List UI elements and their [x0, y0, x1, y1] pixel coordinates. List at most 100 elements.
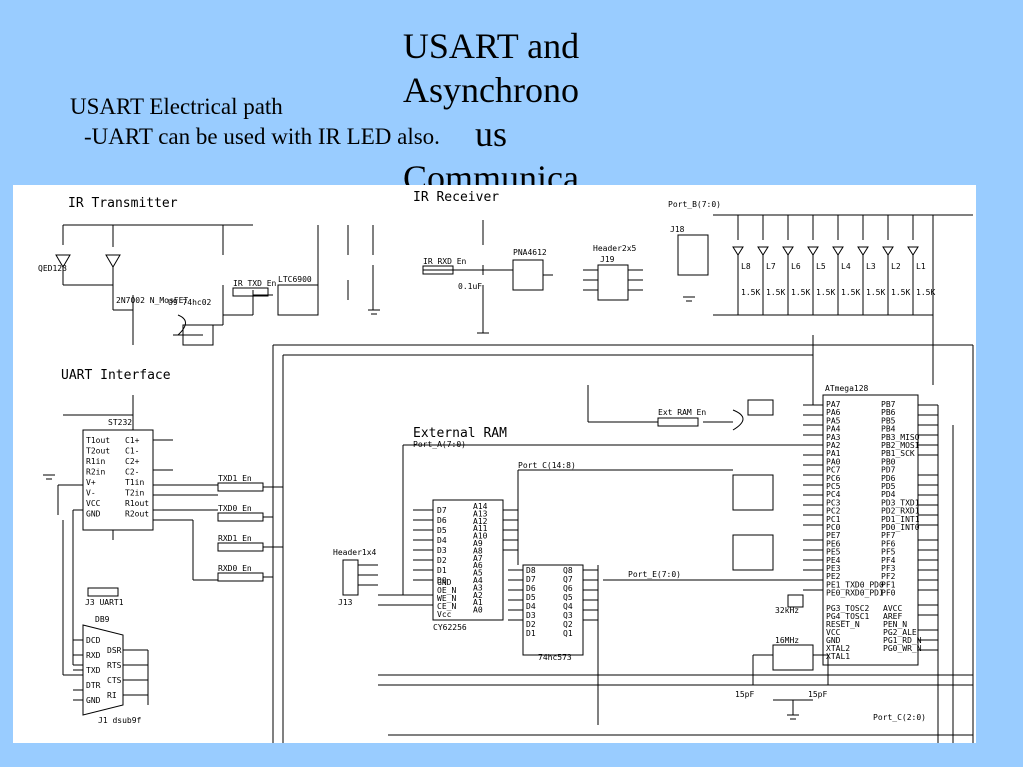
mcu-right-pin: PD0_INT0	[881, 523, 920, 532]
mcu-right-pin: PB0	[881, 457, 896, 466]
mcu-bottom-left-pin: XTAL2	[826, 644, 850, 653]
mcu-left-pin: PA5	[826, 416, 841, 425]
latch-output-pin: Q1	[563, 629, 573, 638]
bullet-sub: -UART can be used with IR LED also.	[84, 124, 440, 149]
bullet-main: USART Electrical path	[70, 94, 283, 119]
mcu-left-pin: PE5	[826, 548, 841, 557]
label-qed123: QED123	[38, 264, 67, 273]
mcu-right-pin: PD3_TXD1	[881, 498, 920, 507]
latch-output-pin: Q6	[563, 584, 573, 593]
mcu-right-pin: PD4	[881, 490, 896, 499]
mcu-right-pin: PF6	[881, 539, 896, 548]
mcu-left-pin: PC4	[826, 490, 841, 499]
mcu-bottom-right-pin: PG1_RD_N	[883, 636, 922, 645]
led-resistor-label: 1.5K	[916, 288, 935, 297]
label-u5: ST232	[108, 418, 132, 427]
ram-address-pin: A14	[473, 502, 488, 511]
mcu-right-pin: PF3	[881, 564, 896, 573]
db9-pin-label: RI	[107, 691, 117, 700]
ram-control-pin: GND	[437, 578, 452, 587]
led-resistor-label: 1.5K	[791, 288, 810, 297]
latch-output-pin: Q7	[563, 575, 573, 584]
label-header-1x4: Header1x4	[333, 548, 377, 557]
label-cap-15pf-2: 15pF	[808, 690, 827, 699]
circuit-schematic: IR Transmitter IR Receiver UART Interfac…	[13, 185, 976, 743]
label-external-ram: External RAM	[413, 426, 507, 441]
label-uart-interface: UART Interface	[61, 368, 171, 383]
led-label: L3	[866, 262, 876, 271]
mcu-left-pin: PA3	[826, 433, 841, 442]
ram-control-pin: WE_N	[437, 594, 456, 603]
ram-data-pin: D3	[437, 546, 447, 555]
label-mosfet: 2N7002 N_MosFET	[116, 296, 188, 305]
mcu-left-pin: PE1_TXD0_PD0	[826, 580, 884, 589]
label-txd1-en: TXD1 En	[218, 474, 252, 483]
label-j1: J1 dsub9f	[98, 716, 142, 725]
mcu-right-pin: PD7	[881, 466, 896, 475]
db9-pin-label: DTR	[86, 681, 101, 690]
led-resistor-label: 1.5K	[816, 288, 835, 297]
ram-data-pin: D6	[437, 516, 447, 525]
label-u4: LTC6900	[278, 275, 312, 284]
label-u3: PNA4612	[513, 248, 547, 257]
mcu-right-pin: PF5	[881, 548, 896, 557]
mcu-bottom-right-pin: AREF	[883, 612, 902, 621]
mcu-left-pin: PC5	[826, 482, 841, 491]
ram-address-pin: A3	[473, 583, 483, 592]
led-resistor-label: 1.5K	[841, 288, 860, 297]
max232-pin-labels: C1+C1-C2+C2-T1inT2inR1outR2outT1outT2out…	[86, 436, 149, 519]
label-port-b: Port_B(7:0)	[668, 200, 721, 209]
ram-address-pin: A5	[473, 569, 483, 578]
mcu-left-pin: PE4	[826, 556, 841, 565]
label-cap-15pf-1: 15pF	[735, 690, 754, 699]
label-u2: 74hc573	[538, 653, 572, 662]
mcu-left-pin: PE3	[826, 564, 841, 573]
db9-pin-label: DCD	[86, 636, 101, 645]
max232-right-pin: T1in	[125, 478, 144, 487]
max232-left-pin: T1out	[86, 436, 110, 445]
label-ir-txd-en: IR TXD En	[233, 279, 277, 288]
title-line-3: us	[474, 114, 507, 154]
ram-pin-labels: D7D6D5D4D3D2D1D0A14A13A12A11A10A9A8A7A6A…	[437, 502, 488, 619]
mcu-right-pin: PF2	[881, 572, 896, 581]
mcu-left-pin: PE2	[826, 572, 841, 581]
ram-address-pin: A8	[473, 546, 483, 555]
mcu-left-pin: PC3	[826, 498, 841, 507]
led-label: L5	[816, 262, 826, 271]
latch-input-pin: D5	[526, 593, 536, 602]
ram-address-pin: A2	[473, 591, 483, 600]
label-ir-receiver: IR Receiver	[413, 190, 499, 205]
max232-right-pin: T2in	[125, 489, 144, 498]
mcu-bottom-left-pin: VCC	[826, 628, 841, 637]
mcu-right-pin: PB5	[881, 416, 896, 425]
max232-right-pin: C2+	[125, 457, 140, 466]
led-resistor-label: 1.5K	[741, 288, 760, 297]
mcu-left-pin: PE0_RXD0_PDI	[826, 589, 884, 598]
max232-right-pin: C2-	[125, 468, 139, 477]
mcu-pin-labels: PA7PA6PA5PA4PA3PA2PA1PA0PC7PC6PC5PC4PC3P…	[826, 400, 922, 661]
latch-input-pin: D7	[526, 575, 536, 584]
max232-left-pin: VCC	[86, 499, 101, 508]
max232-right-pin: R2out	[125, 510, 149, 519]
latch-output-pin: Q3	[563, 611, 573, 620]
led-label: L7	[766, 262, 776, 271]
label-u9: U9 74hc02	[168, 298, 212, 307]
max232-right-pin: C1-	[125, 447, 139, 456]
mcu-bottom-right-pin: PG0_WR_N	[883, 644, 922, 653]
mcu-right-pin: PB3_MISO	[881, 433, 920, 442]
label-u8: ATmega128	[825, 384, 869, 393]
ram-data-pin: D1	[437, 566, 447, 575]
mcu-right-pin: PF7	[881, 531, 896, 540]
label-header-2x5: Header2x5	[593, 244, 637, 253]
mcu-left-pin: PA1	[826, 449, 841, 458]
led-resistor-label: 1.5K	[891, 288, 910, 297]
label-rxd1-en: RXD1 En	[218, 534, 252, 543]
db9-pin-label: GND	[86, 696, 101, 705]
max232-left-pin: R1in	[86, 457, 105, 466]
mcu-right-pin: PF1	[881, 580, 896, 589]
mcu-left-pin: PC7	[826, 466, 841, 475]
mcu-bottom-left-pin: PG4_TOSC1	[826, 612, 870, 621]
label-ir-rxd-en: IR RXD En	[423, 257, 467, 266]
